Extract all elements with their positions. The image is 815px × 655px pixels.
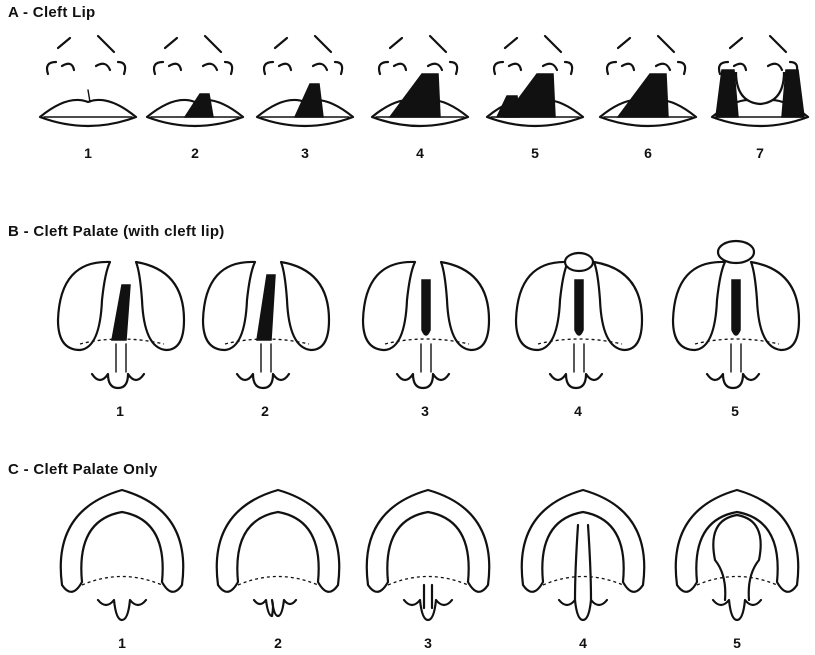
cleft-palate-with-lip-label: 5	[731, 403, 739, 419]
cleft-palate-with-lip-label: 3	[421, 403, 429, 419]
cleft-palate-only-figure: 3	[367, 490, 490, 651]
cleft-palate-only-figure: 2	[217, 490, 340, 651]
cleft-palate-with-lip-figure: 2	[203, 262, 329, 419]
cleft-palate-only-label: 1	[118, 635, 126, 651]
cleft-palate-with-lip-label: 4	[574, 403, 582, 419]
cleft-lip-label: 2	[191, 145, 199, 161]
cleft-lip-label: 7	[756, 145, 764, 161]
cleft-lip-figure: 6	[600, 36, 696, 161]
cleft-palate-with-lip-figure: 1	[58, 262, 184, 419]
cleft-palate-with-lip-row: 1 2 3 4 5	[58, 241, 799, 419]
cleft-lip-label: 3	[301, 145, 309, 161]
cleft-lip-label: 1	[84, 145, 92, 161]
cleft-palate-only-label: 4	[579, 635, 587, 651]
cleft-lip-figure: 1	[40, 36, 136, 161]
cleft-palate-only-row: 1 2 3 4 5	[61, 490, 799, 651]
cleft-lip-figure: 4	[372, 36, 468, 161]
cleft-palate-only-figure: 1	[61, 490, 184, 651]
cleft-palate-with-lip-figure: 5	[673, 241, 799, 419]
cleft-palate-with-lip-label: 1	[116, 403, 124, 419]
cleft-lip-figure: 2	[147, 36, 243, 161]
cleft-lip-label: 6	[644, 145, 652, 161]
cleft-lip-figure: 3	[257, 36, 353, 161]
cleft-palate-with-lip-figure: 4	[516, 253, 642, 419]
cleft-palate-only-figure: 4	[522, 490, 645, 651]
cleft-lip-label: 5	[531, 145, 539, 161]
cleft-lip-figure: 7	[712, 36, 808, 161]
cleft-lip-row: 1 2 3 4 5 6 7	[40, 36, 808, 161]
cleft-palate-with-lip-label: 2	[261, 403, 269, 419]
cleft-lip-label: 4	[416, 145, 424, 161]
cleft-palate-with-lip-figure: 3	[363, 262, 489, 419]
cleft-palate-only-label: 2	[274, 635, 282, 651]
cleft-palate-only-figure: 5	[676, 490, 799, 651]
cleft-lip-figure: 5	[487, 36, 583, 161]
cleft-palate-only-label: 3	[424, 635, 432, 651]
cleft-palate-only-label: 5	[733, 635, 741, 651]
